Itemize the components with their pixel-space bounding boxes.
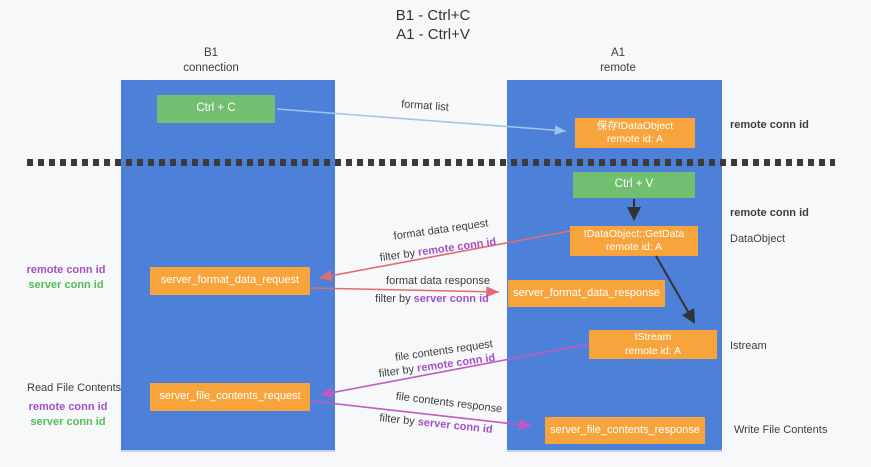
- diagram-title: B1 - Ctrl+C A1 - Ctrl+V: [0, 6, 866, 44]
- write-file-contents-annotation: Write File Contents: [734, 424, 828, 436]
- istream-node: IStream remote id: A: [589, 330, 717, 359]
- remote-conn-id-annotation-left2: remote conn id: [28, 401, 108, 413]
- getdata-line1: IDataObject::GetData: [583, 227, 685, 240]
- diagram-title-line1: B1 - Ctrl+C: [395, 7, 471, 24]
- read-file-contents-annotation: Read File Contents: [27, 382, 122, 394]
- lifeline-b1-subtitle: connection: [183, 62, 239, 74]
- format-list-label: format list: [400, 98, 450, 114]
- server-file-contents-response-node: server_file_contents_response: [545, 417, 705, 444]
- ctrl-v-node: Ctrl + V: [573, 172, 695, 198]
- remote-conn-id-annotation-mid: remote conn id: [730, 207, 809, 219]
- server-conn-id-annotation-left2: server conn id: [30, 416, 106, 428]
- ctrl-c-label: Ctrl + C: [196, 102, 236, 115]
- server-file-contents-request-node: server_file_contents_request: [150, 383, 310, 411]
- filter-by-text: filter by: [378, 412, 419, 429]
- copy-paste-separator-line: [27, 159, 835, 166]
- server-conn-id-key: server conn id: [417, 416, 494, 436]
- istream-line2: remote id: A: [624, 344, 682, 357]
- server-format-data-response-node: server_format_data_response: [508, 280, 665, 307]
- server-file-contents-response-label: server_file_contents_response: [550, 423, 700, 436]
- server-format-data-request-label: server_format_data_request: [160, 274, 300, 287]
- server-conn-id-key: server conn id: [413, 293, 489, 305]
- file-contents-response-label: file contents response: [395, 390, 503, 416]
- save-idataobject-line2: remote id: A: [606, 133, 664, 145]
- ctrl-v-label: Ctrl + V: [614, 178, 654, 191]
- lifeline-header-b1: B1 connection: [111, 46, 311, 76]
- filter-by-text: filter by: [375, 293, 414, 305]
- file-contents-response-filter-label: filter by server conn id: [379, 412, 493, 436]
- filter-by-text: filter by: [379, 246, 419, 265]
- lifeline-b1-title: B1: [203, 47, 219, 59]
- format-data-response-arrow: [310, 286, 500, 298]
- format-data-response-label: format data response: [386, 275, 490, 287]
- format-data-response-filter-label: filter by server conn id: [375, 293, 489, 305]
- getdata-line2: remote id: A: [605, 241, 663, 253]
- istream-annotation: Istream: [730, 340, 767, 352]
- remote-conn-id-annotation-left: remote conn id: [26, 264, 106, 276]
- idataobject-getdata-node: IDataObject::GetData remote id: A: [570, 226, 698, 256]
- remote-conn-id-annotation-top: remote conn id: [730, 119, 809, 131]
- server-format-data-response-label: server_format_data_response: [513, 286, 660, 299]
- remote-conn-id-key: remote conn id: [417, 235, 497, 259]
- save-idataobject-node: 保存IDataObject remote id: A: [575, 118, 695, 148]
- dataobject-annotation: DataObject: [730, 233, 786, 245]
- server-file-contents-request-label: server_file_contents_request: [159, 390, 301, 403]
- lifeline-a1-title: A1: [610, 47, 626, 59]
- diagram-title-line2: A1 - Ctrl+V: [396, 26, 470, 43]
- server-format-data-request-node: server_format_data_request: [150, 267, 310, 295]
- left-conn-ids-bottom: remote conn id server conn id: [24, 400, 112, 430]
- left-conn-ids-mid: remote conn id server conn id: [22, 263, 110, 293]
- server-conn-id-annotation-left: server conn id: [28, 279, 104, 291]
- istream-line1: IStream: [634, 331, 672, 343]
- save-idataobject-line1: 保存IDataObject: [596, 119, 674, 132]
- lifeline-a1-subtitle: remote: [600, 62, 636, 74]
- filter-by-text: filter by: [378, 362, 418, 381]
- lifeline-header-a1: A1 remote: [518, 46, 718, 76]
- ctrl-c-node: Ctrl + C: [157, 95, 275, 123]
